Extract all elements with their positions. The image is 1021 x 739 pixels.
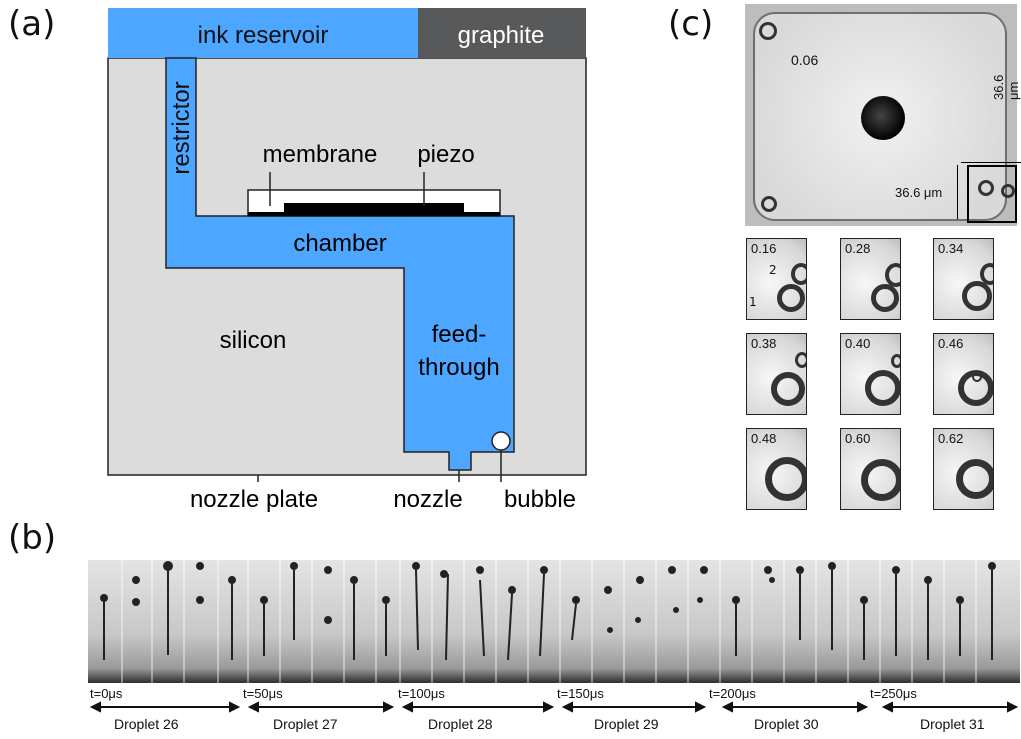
feedthrough-label-1: feed-	[432, 321, 487, 348]
feedthrough-label-2: through	[418, 354, 499, 381]
zoom-box	[967, 165, 1017, 223]
tile-2: 0.28	[840, 238, 901, 320]
tile-9: 0.62	[933, 428, 994, 510]
panel-label-a: (a)	[8, 4, 56, 44]
droplet-label-31: Droplet 31	[920, 716, 985, 732]
dim-horizontal: 36.6 μm	[895, 185, 943, 200]
graphite-label: graphite	[458, 22, 545, 49]
main-value: 0.06	[791, 52, 819, 68]
time-label-3: t=150μs	[557, 686, 604, 701]
panel-label-c: (c)	[668, 4, 714, 44]
time-label-2: t=100μs	[398, 686, 445, 701]
tile-4: 0.38	[746, 333, 807, 415]
bubble-label: bubble	[504, 486, 576, 513]
main-micrograph: 0.06 36.6 μm 36.6 μm	[745, 4, 1021, 226]
membrane-label: membrane	[263, 141, 378, 168]
time-label-1: t=50μs	[243, 686, 283, 701]
bubble	[491, 431, 511, 451]
central-droplet	[861, 96, 905, 140]
time-label-4: t=200μs	[709, 686, 756, 701]
silicon-label: silicon	[220, 327, 287, 354]
jetting-frames	[100, 560, 996, 683]
restrictor-label: restrictor	[168, 81, 195, 174]
droplet-label-27: Droplet 27	[273, 716, 338, 732]
ink-channel	[165, 57, 515, 471]
printhead-diagram: ink reservoir graphite restrictor membra…	[107, 8, 587, 513]
tile-5: 0.40	[840, 333, 901, 415]
chamber-label: chamber	[293, 230, 386, 257]
time-label-5: t=250μs	[870, 686, 917, 701]
tile-8: 0.60	[840, 428, 901, 510]
graphite-region	[418, 8, 586, 58]
tile-6: 0.46	[933, 333, 994, 415]
panel-label-b: (b)	[8, 518, 57, 558]
piezo	[284, 203, 464, 212]
tile-3: 0.34	[933, 238, 994, 320]
dim-vertical: 36.6 μm	[991, 74, 1021, 100]
membrane	[248, 212, 500, 216]
ink-reservoir-region	[108, 8, 418, 58]
tile-1: 0.16 1 2	[746, 238, 807, 320]
droplet-label-29: Droplet 29	[594, 716, 659, 732]
ink-reservoir-label: ink reservoir	[198, 22, 329, 49]
piezo-label: piezo	[417, 141, 474, 168]
tile-7: 0.48	[746, 428, 807, 510]
droplet-label-30: Droplet 30	[754, 716, 819, 732]
droplet-arrows	[89, 701, 1019, 713]
droplet-label-26: Droplet 26	[114, 716, 179, 732]
time-label-0: t=0μs	[90, 686, 123, 701]
droplet-label-28: Droplet 28	[428, 716, 493, 732]
nozzle-label: nozzle	[393, 486, 462, 513]
nozzle-plate-label: nozzle plate	[190, 486, 318, 513]
